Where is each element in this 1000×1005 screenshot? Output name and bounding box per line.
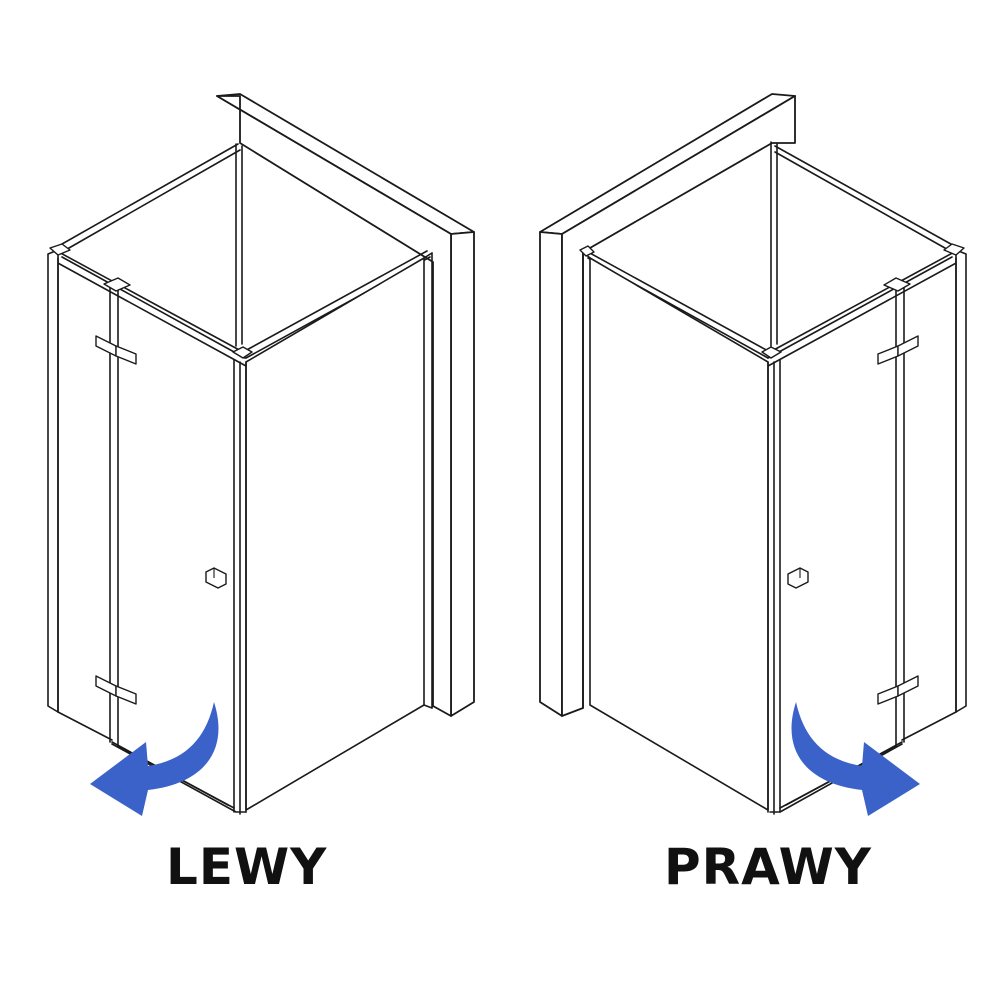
left-fixed-panel (47, 249, 113, 741)
left-hinge-bottom (95, 675, 137, 705)
right-hinge-bottom (877, 675, 919, 705)
right-fixed-panel (901, 243, 967, 741)
right-shower-diagram (539, 93, 967, 815)
left-top-frame (54, 143, 431, 367)
left-door-panel (49, 243, 235, 809)
left-shower-diagram (47, 93, 475, 815)
curved-arrow-right-icon (791, 702, 920, 816)
left-hinge-top (95, 335, 137, 365)
right-wall (539, 93, 796, 717)
label-left: LEWY (166, 838, 328, 896)
left-wall (216, 93, 475, 717)
label-right: PRAWY (664, 838, 872, 896)
right-corner-post (761, 346, 782, 815)
left-corner-post (232, 346, 253, 815)
left-side-panel (245, 252, 433, 811)
curved-arrow-left-icon (90, 702, 219, 816)
right-hinge-top (877, 335, 919, 365)
right-door-handle (787, 567, 809, 589)
right-side-panel (579, 245, 769, 811)
right-top-frame (587, 145, 959, 367)
left-door-handle (205, 567, 227, 589)
